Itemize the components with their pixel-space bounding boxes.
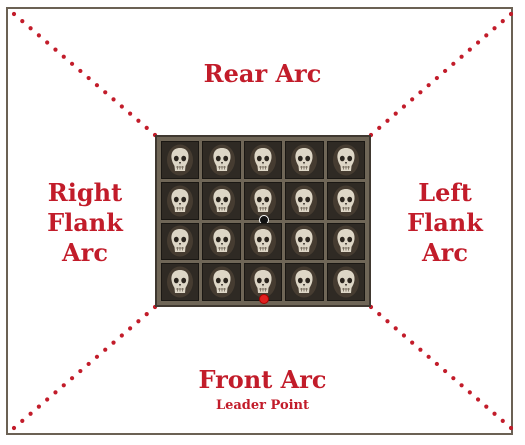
model-cell — [243, 263, 283, 304]
skull-icon — [331, 224, 361, 258]
skull-icon — [289, 265, 319, 299]
model-cell — [285, 263, 324, 301]
model-cell — [161, 141, 200, 179]
model-cell — [285, 141, 324, 179]
model-cell — [326, 222, 365, 261]
skull-icon — [331, 143, 361, 177]
left-flank-arc-line-1: Left — [418, 178, 472, 207]
model-cell — [202, 181, 241, 220]
left-flank-arc-line-3: Arc — [422, 238, 468, 268]
right-flank-arc-line-1: Right — [47, 178, 123, 207]
skull-icon — [289, 184, 319, 218]
right-flank-arc-line-2: Flank — [47, 208, 123, 238]
skull-icon — [207, 224, 237, 258]
skull-icon — [331, 265, 361, 299]
skull-icon — [207, 265, 237, 299]
left-flank-arc-line-2: Flank — [407, 208, 483, 238]
skull-icon — [165, 265, 195, 299]
skull-icon — [331, 184, 361, 218]
skull-icon — [165, 184, 195, 218]
model-cell — [326, 141, 365, 179]
right-flank-arc-line-3: Arc — [62, 238, 108, 268]
model-cell — [161, 263, 200, 301]
model-cell — [161, 222, 200, 261]
left-flank-arc-label: Left Flank Arc — [380, 178, 510, 269]
right-flank-arc-label: Right Flank Arc — [20, 178, 150, 269]
model-cell — [285, 181, 324, 220]
skull-icon — [248, 143, 278, 177]
skull-icon — [248, 265, 278, 299]
skull-icon — [248, 184, 278, 218]
model-cell — [326, 181, 365, 220]
skull-icon — [289, 224, 319, 258]
unit-formation — [155, 135, 371, 307]
skull-icon — [248, 224, 278, 258]
model-cell — [243, 181, 283, 225]
front-right-boundary-line — [11, 304, 158, 431]
skull-icon — [207, 184, 237, 218]
front-arc-label: Front Arc — [198, 365, 327, 394]
model-cell — [285, 222, 324, 261]
rear-arc-label: Rear Arc — [203, 59, 322, 88]
skull-icon — [207, 143, 237, 177]
model-cell — [326, 263, 365, 301]
model-cell — [243, 222, 283, 261]
rear-right-boundary-line — [11, 11, 158, 138]
model-cell — [202, 263, 241, 301]
leader-point-marker — [258, 294, 269, 304]
model-cell — [161, 181, 200, 220]
skull-icon — [289, 143, 319, 177]
rear-left-boundary-line — [368, 11, 514, 138]
skull-icon — [165, 143, 195, 177]
model-cell — [202, 222, 241, 261]
model-cell — [202, 141, 241, 179]
skull-icon — [165, 224, 195, 258]
model-cell — [243, 141, 283, 179]
leader-point-label: Leader Point — [215, 398, 310, 413]
